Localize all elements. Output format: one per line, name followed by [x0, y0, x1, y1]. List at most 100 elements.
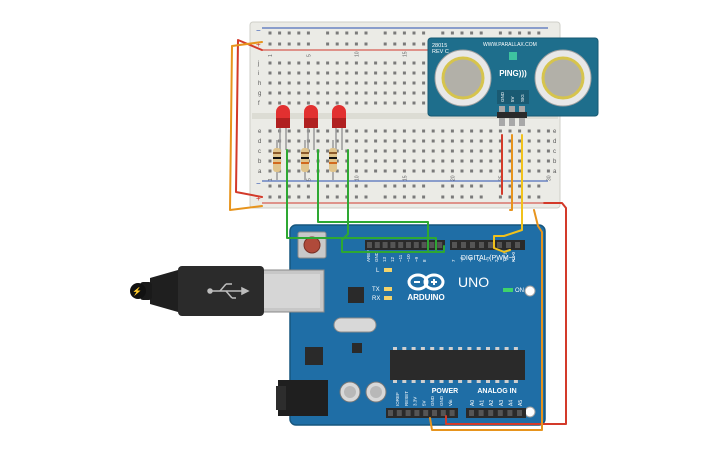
- digital-pin-label: GND: [374, 251, 379, 262]
- power-pin-label: GND: [430, 395, 435, 406]
- breadboard-hole: [431, 169, 435, 173]
- breadboard-hole: [287, 71, 291, 75]
- breadboard-hole: [335, 159, 339, 163]
- breadboard-hole: [326, 81, 330, 85]
- breadboard-hole: [383, 169, 387, 173]
- analog-section-label: ANALOG IN: [477, 388, 516, 395]
- digital-pin-label: ~11: [398, 254, 403, 262]
- lightning-icon: ⚡: [132, 286, 142, 296]
- wire-red-left-rail[interactable]: [235, 39, 263, 198]
- power-on-indicator: [503, 288, 513, 292]
- breadboard-hole: [537, 159, 541, 163]
- breadboard-hole: [546, 159, 550, 163]
- reset-button[interactable]: [303, 236, 321, 254]
- rail-hole: [278, 195, 282, 199]
- row-letter: f: [258, 101, 260, 107]
- header-hole: [388, 410, 393, 416]
- breadboard-hole: [498, 169, 502, 173]
- power-on-label: ON: [515, 288, 524, 294]
- digital-pin-label: RX 0: [511, 251, 516, 262]
- analog-pin-label: A1: [480, 400, 486, 406]
- breadboard-hole: [479, 169, 483, 173]
- rail-hole: [402, 31, 406, 35]
- breadboard-hole: [278, 61, 282, 65]
- wire-orange-left-rail[interactable]: [229, 41, 263, 211]
- rail-hole: [268, 195, 272, 199]
- header-hole: [497, 410, 503, 416]
- usb-controller-chip: [348, 287, 364, 303]
- chip-pin: [448, 347, 453, 350]
- rail-hole: [412, 184, 416, 188]
- header-hole: [374, 242, 380, 248]
- capacitor-top: [344, 386, 356, 398]
- header-hole: [437, 242, 443, 248]
- breadboard-hole: [364, 81, 368, 85]
- chip-pin: [402, 380, 407, 383]
- chip-pin: [430, 347, 435, 350]
- digital-pin-label: 2: [494, 259, 499, 262]
- rail-hole: [470, 31, 474, 35]
- breadboard-hole: [374, 91, 378, 95]
- row-letter: a: [553, 169, 557, 175]
- rail-hole: [383, 42, 387, 46]
- rail-hole: [470, 195, 474, 199]
- sensor-pin-header: [497, 112, 527, 118]
- breadboard-hole: [297, 81, 301, 85]
- rail-hole: [354, 184, 358, 188]
- rail-hole: [287, 31, 291, 35]
- header-hole: [382, 242, 388, 248]
- breadboard-hole: [326, 71, 330, 75]
- breadboard-hole: [489, 169, 493, 173]
- header-hole: [497, 242, 502, 248]
- column-number: 15: [402, 175, 408, 181]
- sensor-indicator: [509, 52, 517, 60]
- breadboard-hole: [422, 71, 426, 75]
- wire-green-led3[interactable]: [341, 149, 445, 253]
- resistor-body: [273, 148, 281, 172]
- breadboard-hole: [412, 169, 416, 173]
- breadboard-hole: [402, 169, 406, 173]
- rail-hole: [498, 31, 502, 35]
- breadboard-hole: [268, 101, 272, 105]
- breadboard-hole: [326, 159, 330, 163]
- breadboard-hole: [508, 169, 512, 173]
- chip-pin: [467, 380, 472, 383]
- breadboard-hole: [527, 139, 531, 143]
- wire-green-led1[interactable]: [286, 149, 437, 251]
- breadboard-hole: [374, 61, 378, 65]
- breadboard-hole: [479, 129, 483, 133]
- breadboard-hole: [335, 139, 339, 143]
- breadboard-hole: [479, 139, 483, 143]
- header-hole: [452, 242, 457, 248]
- wire-green-led2[interactable]: [317, 149, 429, 251]
- breadboard-hole: [412, 61, 416, 65]
- rail-hole: [287, 42, 291, 46]
- wire-red-gnd[interactable]: [445, 202, 567, 425]
- chip-pin: [458, 347, 463, 350]
- breadboard-hole: [326, 61, 330, 65]
- breadboard-hole: [422, 149, 426, 153]
- atmega-chip: [390, 350, 525, 380]
- leds: [276, 105, 346, 150]
- rail-hole: [326, 42, 330, 46]
- breadboard-hole: [364, 71, 368, 75]
- header-hole: [398, 242, 404, 248]
- digital-pin-label: ~3: [485, 256, 490, 262]
- rail-hole: [297, 42, 301, 46]
- breadboard-hole: [393, 91, 397, 95]
- breadboard-hole: [297, 101, 301, 105]
- wire-orange-5v[interactable]: [429, 209, 543, 431]
- wire-yellow-sensor-signal[interactable]: [493, 134, 523, 253]
- wire-orange-sensor-5v[interactable]: [509, 134, 513, 211]
- rail-hole: [354, 42, 358, 46]
- breadboard-hole: [393, 139, 397, 143]
- breadboard-hole: [326, 101, 330, 105]
- sensor-pin-sig-label: SIG: [520, 94, 525, 102]
- row-letter: c: [258, 149, 261, 155]
- breadboard-hole: [460, 169, 464, 173]
- breadboard-hole: [412, 139, 416, 143]
- led-l-indicator: [384, 268, 392, 272]
- rail-hole: [441, 31, 445, 35]
- column-number: 5: [306, 54, 312, 57]
- led-rx-indicator: [384, 296, 392, 300]
